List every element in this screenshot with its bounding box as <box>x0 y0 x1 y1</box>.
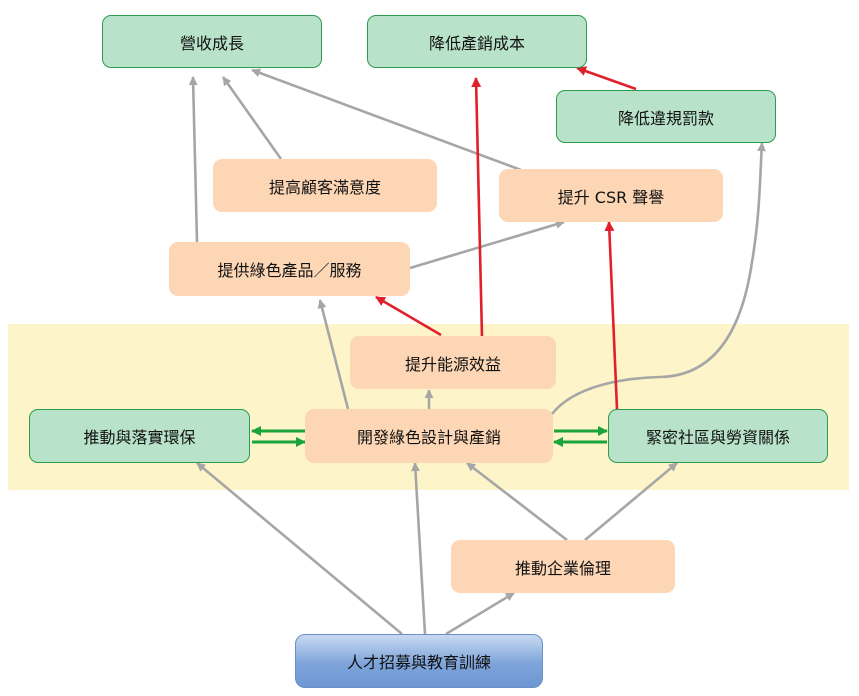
arrow-energy-to-costs <box>471 77 484 338</box>
arrow-ethics-to-design <box>466 461 568 542</box>
node-revenue-growth: 營收成長 <box>102 15 322 68</box>
node-label: 開發綠色設計與產銷 <box>356 428 501 447</box>
node-business-ethics: 推動企業倫理 <box>451 540 675 593</box>
node-label: 推動企業倫理 <box>514 558 611 578</box>
node-label: 營收成長 <box>179 33 244 53</box>
node-label: 提供綠色產品／服務 <box>217 261 362 280</box>
node-label: 提升能源效益 <box>404 354 501 374</box>
node-energy-efficiency: 提升能源效益 <box>350 336 556 389</box>
arrow-design-to-green-products <box>317 299 350 410</box>
arrow-green-products-to-revenue <box>188 76 199 243</box>
node-talent-training: 人才招募與教育訓練 <box>295 634 543 688</box>
arrow-energy-to-green-products <box>375 295 442 337</box>
arrow-talent-to-env <box>196 462 403 635</box>
node-label: 降低產銷成本 <box>428 33 525 53</box>
arrow-ethics-to-community <box>584 462 678 541</box>
arrow-satisfaction-to-revenue <box>221 76 283 160</box>
node-label: 降低違規罰款 <box>617 108 714 128</box>
node-csr-reputation: 提升 CSR 聲譽 <box>499 169 723 222</box>
node-label: 緊密社區與勞資關係 <box>645 428 790 447</box>
node-reduce-costs: 降低產銷成本 <box>367 15 587 68</box>
node-label: 提高顧客滿意度 <box>268 177 381 197</box>
arrow-csr-to-revenue <box>251 68 522 172</box>
node-customer-satisfaction: 提高顧客滿意度 <box>213 159 437 212</box>
node-label: 提升 CSR 聲譽 <box>557 187 665 207</box>
arrow-design-to-fines <box>550 142 766 415</box>
node-green-products: 提供綠色產品／服務 <box>169 242 410 296</box>
node-green-design: 開發綠色設計與產銷 <box>305 409 553 463</box>
arrow-community-to-csr <box>604 221 619 410</box>
node-reduce-fines: 降低違規罰款 <box>556 90 776 143</box>
node-label: 人才招募與教育訓練 <box>346 653 491 672</box>
node-env-protection: 推動與落實環保 <box>29 409 250 463</box>
node-label: 推動與落實環保 <box>83 428 196 447</box>
arrow-talent-to-design <box>410 462 427 635</box>
arrow-green-products-to-csr <box>409 220 565 270</box>
node-community-labor: 緊密社區與勞資關係 <box>608 409 828 463</box>
arrow-talent-to-ethics <box>445 591 515 636</box>
arrow-fines-to-costs <box>576 66 637 91</box>
